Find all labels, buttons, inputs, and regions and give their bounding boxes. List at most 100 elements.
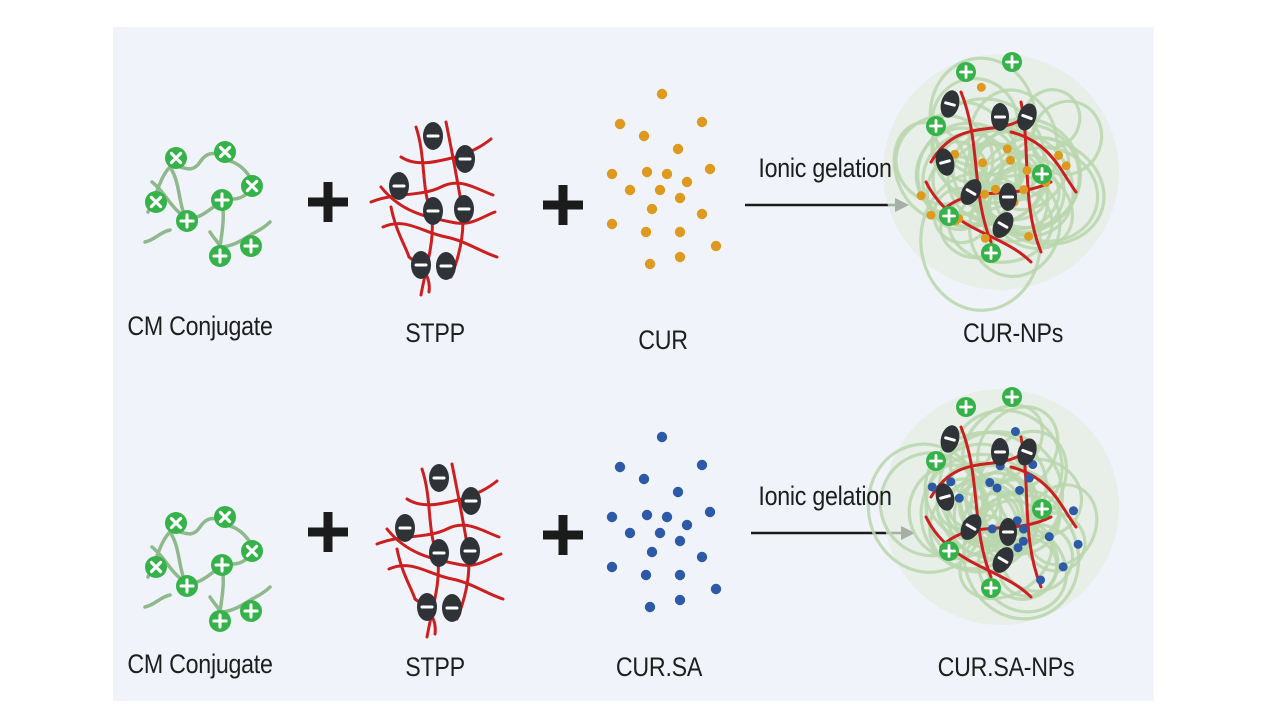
drug-dot: [672, 143, 684, 155]
cross-charge-icon: [165, 512, 187, 534]
np-chain: [959, 90, 993, 244]
negative-charge-icon: [436, 252, 456, 280]
negative-charge-icon: [1017, 103, 1037, 131]
stpp-molecule-2: [375, 462, 505, 639]
nanoparticle-1: [883, 52, 1119, 312]
stpp-chain: [387, 564, 505, 601]
conjugate-chain: [208, 230, 222, 249]
np-chain: [939, 180, 1053, 214]
positive-charge-icon: [240, 600, 262, 622]
negative-charge-icon: [940, 425, 960, 453]
drug-dot: [704, 506, 716, 518]
drug-dot: [674, 569, 686, 581]
drug-dot: [674, 226, 686, 238]
drug-dot: [644, 601, 656, 613]
row1-crosslinker-label: STPP: [405, 318, 465, 348]
conjugate-chain: [146, 151, 228, 214]
np-chain: [959, 425, 993, 579]
stpp-chain: [399, 137, 493, 165]
negative-charge-icon: [960, 514, 982, 540]
drug-dot: [710, 240, 722, 252]
np-drug-dot: [1013, 543, 1023, 553]
np-drug-dot: [1002, 144, 1012, 154]
drug-dot: [656, 88, 668, 100]
drug-dot: [624, 184, 636, 196]
positive-charge-icon: [1032, 164, 1052, 184]
np-chain: [924, 180, 1033, 264]
row2-conjugate-label: CM Conjugate: [127, 649, 273, 679]
negative-charge-icon: [442, 594, 462, 622]
positive-charge-icon: [211, 554, 233, 576]
positive-charge-icon: [1002, 387, 1022, 407]
negative-charge-icon: [1017, 438, 1037, 466]
drug-dot: [641, 166, 653, 178]
row2-process-label: Ionic gelation: [758, 481, 892, 511]
np-drug-dot: [1015, 485, 1025, 495]
drug-molecules-1: [606, 88, 722, 270]
drug-dot: [681, 519, 693, 531]
negative-charge-icon: [395, 514, 415, 542]
drug-dot: [638, 130, 650, 142]
np-drug-dot: [1058, 562, 1068, 572]
conjugate-chain: [146, 516, 228, 579]
cross-charge-icon: [145, 556, 167, 578]
stpp-chain: [395, 547, 417, 601]
cross-charge-icon: [165, 147, 187, 169]
np-drug-dot: [1012, 516, 1022, 526]
np-drug-dot: [1068, 506, 1078, 516]
positive-charge-icon: [211, 189, 233, 211]
negative-charge-icon: [460, 537, 480, 565]
drug-dot: [641, 509, 653, 521]
negative-charge-icon: [935, 483, 955, 511]
np-drug-dot: [1054, 150, 1064, 160]
drug-dot: [696, 459, 708, 471]
negative-charge-icon: [423, 122, 443, 150]
conjugate-chain: [218, 565, 272, 614]
conjugate-chain: [208, 595, 222, 614]
np-drug-dot: [1006, 155, 1016, 165]
np-drug-dot: [1022, 165, 1032, 175]
drug-dot: [646, 546, 658, 558]
drug-dot: [674, 535, 686, 547]
plus-sign-2: [308, 512, 348, 552]
np-drug-dot: [992, 483, 1002, 493]
positive-charge-icon: [176, 575, 198, 597]
plus-sign-1: [543, 185, 583, 225]
np-drug-dot: [980, 233, 990, 243]
positive-charge-icon: [926, 451, 946, 471]
cm-conjugate-molecule-2: [143, 506, 272, 632]
drug-dot: [606, 218, 618, 230]
row1-conjugate-label: CM Conjugate: [127, 311, 273, 341]
stpp-chain: [405, 479, 499, 507]
negative-charge-icon: [960, 179, 982, 205]
negative-charge-icon: [992, 547, 1014, 573]
drug-dot: [704, 163, 716, 175]
drug-dot: [696, 551, 708, 563]
np-drug-dot: [985, 478, 995, 488]
drug-dot: [661, 511, 673, 523]
positive-charge-icon: [981, 578, 1001, 598]
drug-dot: [654, 184, 666, 196]
drug-dot: [606, 561, 618, 573]
row1-drug-label: CUR: [638, 325, 688, 355]
drug-dot: [710, 583, 722, 595]
np-drug-dot: [946, 477, 956, 487]
synthesis-scheme: [143, 52, 1119, 639]
np-drug-dot: [976, 82, 986, 92]
np-chain: [924, 515, 1033, 599]
drug-dot: [654, 527, 666, 539]
cross-charge-icon: [241, 540, 263, 562]
nanoparticle-2: [866, 387, 1119, 625]
scheme-panel: CM Conjugate STPP CUR Ionic gelation CUR…: [113, 27, 1154, 701]
plus-sign-1: [308, 182, 348, 222]
np-drug-dot: [927, 482, 937, 492]
drug-dot: [661, 168, 673, 180]
negative-charge-icon: [423, 197, 443, 225]
positive-charge-icon: [926, 116, 946, 136]
np-drug-dot: [1024, 231, 1034, 241]
np-chain: [1009, 130, 1078, 194]
reaction-arrow-1: [745, 198, 909, 212]
plus-sign-2: [543, 515, 583, 555]
np-drug-dot: [1010, 427, 1020, 437]
np-drug-dot: [1019, 524, 1029, 534]
